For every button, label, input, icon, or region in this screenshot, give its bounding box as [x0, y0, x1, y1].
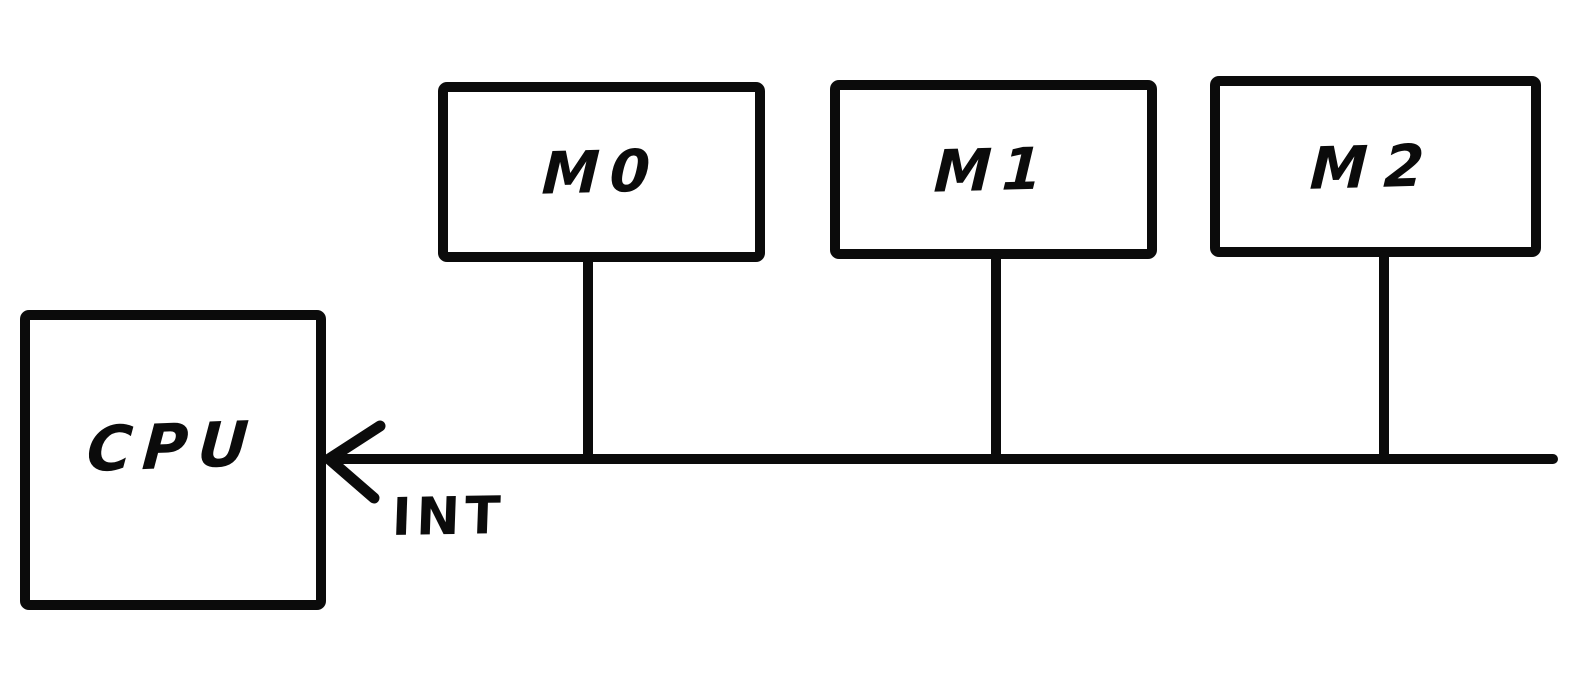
connector-m0-to-bus — [583, 256, 593, 463]
module-label-m1: M1 — [932, 133, 1054, 206]
module-box-m1: M1 — [830, 80, 1157, 259]
module-label-m0: M0 — [540, 136, 662, 208]
interrupt-bus-line — [332, 454, 1558, 464]
left-arrowhead-icon — [323, 420, 386, 504]
cpu-label: CPU — [84, 406, 262, 486]
cpu-box: CPU — [20, 310, 326, 610]
connector-m1-to-bus — [991, 253, 1001, 463]
module-label-m2: M2 — [1308, 130, 1442, 203]
module-box-m2: M2 — [1210, 76, 1541, 257]
int-signal-label: INT — [390, 485, 507, 549]
connector-m2-to-bus — [1379, 251, 1389, 463]
module-box-m0: M0 — [438, 82, 765, 262]
